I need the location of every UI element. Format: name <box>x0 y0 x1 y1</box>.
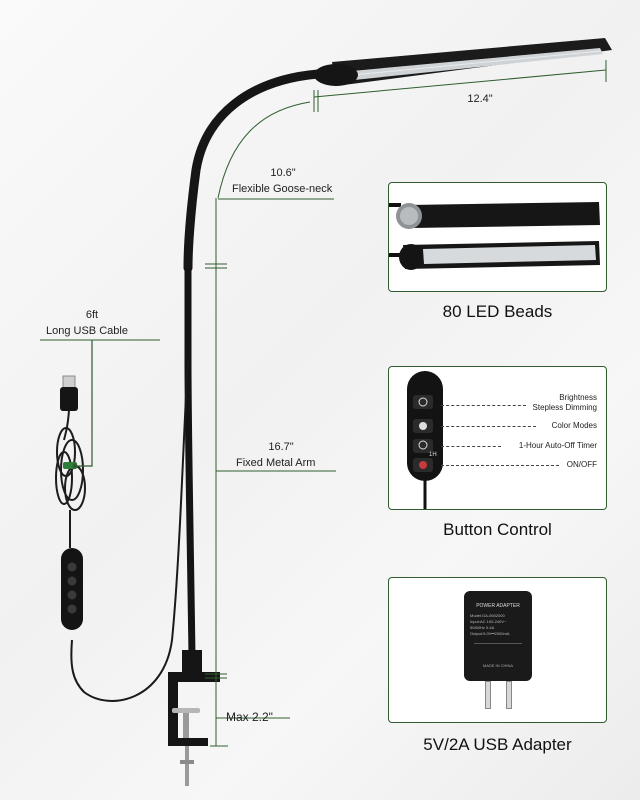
color-line <box>441 426 536 427</box>
adapter-spec-2: 50/60Hz 0.4A <box>470 625 495 630</box>
brightness-label-2: Stepless Dimming <box>532 403 597 412</box>
timer-line <box>441 446 501 447</box>
led-panel <box>388 182 607 292</box>
adapter-body: POWER ADAPTER Model:GA-0502000 Input:AC … <box>464 591 532 681</box>
adapter-title: POWER ADAPTER <box>476 603 520 609</box>
color-label: Color Modes <box>551 421 597 430</box>
adapter-caption: 5V/2A USB Adapter <box>423 735 572 754</box>
gooseneck-label: Flexible Goose-neck <box>232 183 333 195</box>
timer-key: 1H <box>429 452 437 458</box>
usb-plug <box>60 375 78 411</box>
adapter-panel: POWER ADAPTER Model:GA-0502000 Input:AC … <box>388 577 607 723</box>
adapter-made-in: MADE IN CHINA <box>482 663 514 668</box>
lamp-head <box>314 38 612 86</box>
arm-label: Fixed Metal Arm <box>236 457 316 469</box>
clamp-label: Max 2.2" <box>226 710 273 724</box>
remote-image <box>407 371 443 509</box>
led-caption: 80 LED Beads <box>442 302 553 321</box>
clamp <box>168 650 220 786</box>
adapter-prong-left <box>485 681 491 709</box>
power-label: ON/OFF <box>566 460 597 469</box>
brightness-line <box>441 405 526 406</box>
coiled-cable <box>55 409 86 548</box>
head-length-label: 12.4" <box>467 93 493 105</box>
inline-controller <box>61 548 83 630</box>
adapter-spec-3: Output:5.0V⎓2000mA <box>470 631 510 636</box>
power-line <box>441 465 559 466</box>
adapter-prong-right <box>506 681 512 709</box>
adapter-spec-1: Input:AC 100-240V~ <box>470 619 507 624</box>
lamp-cable <box>70 359 189 702</box>
adapter-spec-0: Model:GA-0502000 <box>470 613 505 618</box>
cable-value: 6ft <box>85 309 99 321</box>
gooseneck <box>183 69 323 273</box>
adapter-cert-icons <box>474 643 522 654</box>
metal-arm <box>184 268 196 657</box>
arm-value: 16.7" <box>268 441 294 453</box>
brightness-label-1: Brightness <box>559 393 597 402</box>
cable-label: Long USB Cable <box>46 325 128 337</box>
led-strip-image <box>389 202 600 270</box>
button-panel: 1H Brightness Stepless Dimming Color Mod… <box>388 366 607 510</box>
gooseneck-value: 10.6" <box>270 167 296 179</box>
button-caption: Button Control <box>443 520 552 539</box>
timer-label: 1-Hour Auto-Off Timer <box>518 441 597 450</box>
